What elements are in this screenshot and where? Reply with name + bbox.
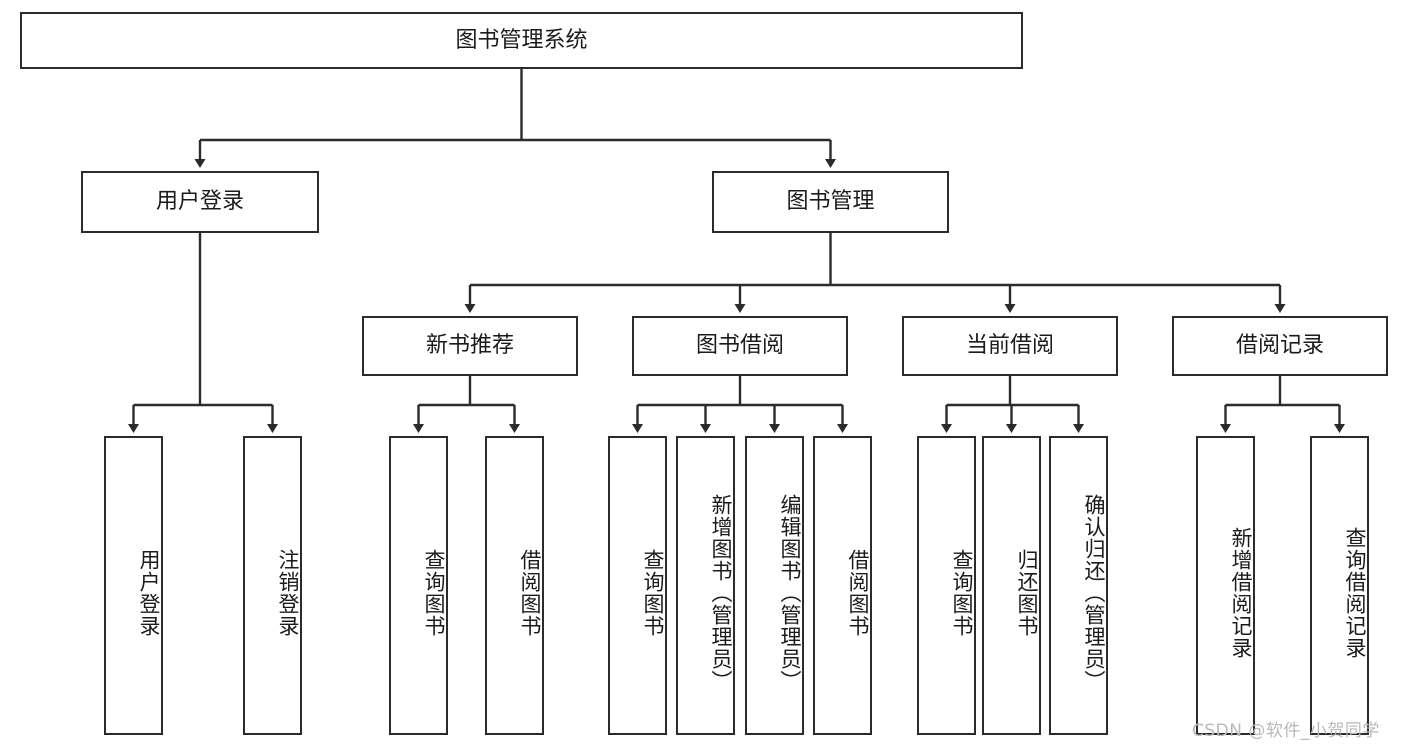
node-leaf-new-1[interactable]: 查询图书 — [389, 436, 448, 735]
node-label: 查询图书 — [641, 548, 665, 637]
node-root[interactable]: 图书管理系统 — [20, 12, 1023, 69]
node-leaf-rec-2[interactable]: 查询借阅记录 — [1310, 436, 1369, 735]
node-leaf-borrow-3[interactable]: 编辑图书（管理员） — [745, 436, 804, 735]
node-leaf-cur-2[interactable]: 归还图书 — [982, 436, 1041, 735]
node-leaf-borrow-2[interactable]: 新增图书（管理员） — [676, 436, 735, 735]
node-leaf-login-1[interactable]: 用户登录 — [104, 436, 163, 735]
node-label: 新增借阅记录 — [1229, 526, 1253, 659]
node-label: 图书管理系统 — [455, 27, 588, 53]
node-label: 查询图书 — [950, 548, 974, 637]
node-label: 图书管理 — [786, 189, 875, 215]
node-label: 用户登录 — [137, 548, 161, 637]
node-leaf-new-2[interactable]: 借阅图书 — [485, 436, 544, 735]
node-bookmgmt[interactable]: 图书管理 — [712, 171, 949, 233]
node-leaf-borrow-1[interactable]: 查询图书 — [608, 436, 667, 735]
node-newbook[interactable]: 新书推荐 — [362, 316, 578, 376]
node-label: 当前借阅 — [965, 333, 1054, 359]
node-leaf-login-2[interactable]: 注销登录 — [243, 436, 302, 735]
node-label: 编辑图书（管理员） — [778, 493, 802, 692]
node-label: 图书借阅 — [695, 333, 784, 359]
node-record[interactable]: 借阅记录 — [1172, 316, 1388, 376]
watermark: CSDN @软件_小贺同学 — [1192, 721, 1380, 741]
node-label: 确认归还（管理员） — [1082, 493, 1106, 692]
node-label: 新书推荐 — [425, 333, 514, 359]
node-label: 借阅记录 — [1235, 333, 1324, 359]
node-label: 借阅图书 — [846, 548, 870, 637]
node-leaf-borrow-4[interactable]: 借阅图书 — [813, 436, 872, 735]
node-label: 用户登录 — [155, 189, 244, 215]
node-label: 新增图书（管理员） — [709, 493, 733, 692]
node-leaf-cur-3[interactable]: 确认归还（管理员） — [1049, 436, 1108, 735]
node-label: 借阅图书 — [518, 548, 542, 637]
node-label: 查询借阅记录 — [1343, 526, 1367, 659]
node-login[interactable]: 用户登录 — [81, 171, 319, 233]
node-label: 注销登录 — [276, 548, 300, 637]
node-current[interactable]: 当前借阅 — [902, 316, 1118, 376]
node-label: 查询图书 — [422, 548, 446, 637]
node-borrow[interactable]: 图书借阅 — [632, 316, 848, 376]
node-leaf-rec-1[interactable]: 新增借阅记录 — [1196, 436, 1255, 735]
node-label: 归还图书 — [1015, 548, 1039, 637]
node-leaf-cur-1[interactable]: 查询图书 — [917, 436, 976, 735]
